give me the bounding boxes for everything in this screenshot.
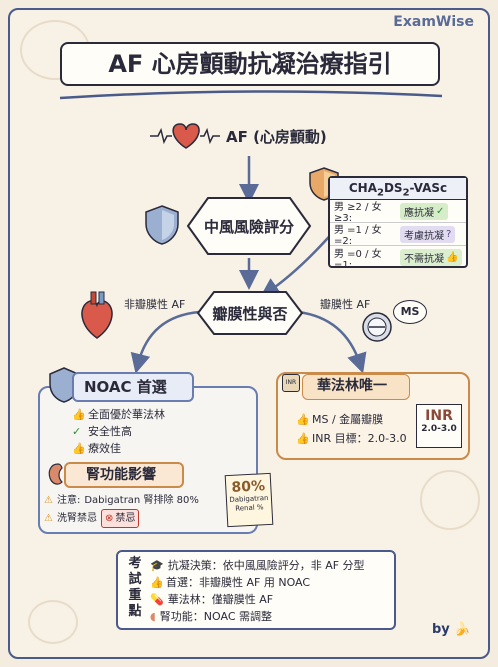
thumbs-up-icon: 👍 <box>150 575 164 589</box>
score-row: 男 =0 / 女 =1: 不需抗凝👍 <box>330 246 466 271</box>
score-criteria: 男 =0 / 女 =1: <box>334 248 382 271</box>
noac-title: NOAC 首選 <box>72 372 194 402</box>
list-item: ✓安全性高 <box>72 424 132 438</box>
page-title: AF 心房顫動抗凝治療指引 <box>60 42 440 86</box>
kidney-impact-list: ⚠注意:Dabigatran 腎排除 80% ⚠洗腎禁忌⊗禁忌 <box>44 492 199 528</box>
thumbs-up-icon: 👍 <box>72 441 86 455</box>
cha2ds2-vasc-card: CHA2DS2-VASc 男 ≥2 / 女 ≥3: 應抗凝✓ 男 =1 / 女 … <box>328 176 468 271</box>
list-item: 🎓抗凝決策：依中風風險評分，非 AF 分型 <box>150 559 365 572</box>
ms-badge: MS <box>393 300 427 324</box>
list-item: ◖腎功能：NOAC 需調整 <box>150 610 272 623</box>
list-item: 👍全面優於華法林 <box>72 407 165 421</box>
list-item: ⚠注意:Dabigatran 腎排除 80% <box>44 492 199 509</box>
valve-question-node: 瓣膜性與否 <box>196 290 304 336</box>
list-item: ⚠洗腎禁忌⊗禁忌 <box>44 509 199 528</box>
title-underline <box>59 90 443 100</box>
af-node: AF (心房顫動) <box>150 118 327 154</box>
kidney-icon: ◖ <box>150 610 156 623</box>
thumbs-up-icon: 👍 <box>296 431 310 445</box>
graduation-cap-icon: 🎓 <box>150 559 164 572</box>
mechanical-valve-icon <box>362 312 392 342</box>
check-icon: ✓ <box>436 205 445 217</box>
inr-target-note: INR 2.0-3.0 <box>416 404 462 448</box>
noac-benefit-list: 👍全面優於華法林 ✓安全性高 👍療效佳 <box>72 406 165 457</box>
check-circle-icon: ✓ <box>72 424 82 438</box>
warfarin-list: 👍MS / 金屬瓣膜 👍INR 目標：2.0-3.0 <box>296 410 407 448</box>
list-item: 👍首選：非瓣膜性 AF 用 NOAC <box>150 575 311 589</box>
inr-bottle-icon: INR <box>282 374 300 392</box>
score-card-title: CHA2DS2-VASc <box>330 178 466 200</box>
coffee-stain <box>28 600 78 644</box>
warning-icon: ⚠ <box>44 495 53 506</box>
score-row: 男 =1 / 女 =2: 考慮抗凝? <box>330 223 466 247</box>
list-item: 👍療效佳 <box>72 441 121 455</box>
kidney-icon <box>48 463 63 485</box>
action-badge: 不需抗凝👍 <box>400 249 463 266</box>
exam-key-points-list: 🎓抗凝決策：依中風風險評分，非 AF 分型 👍首選：非瓣膜性 AF 用 NOAC… <box>150 557 365 625</box>
score-criteria: 男 ≥2 / 女 ≥3: <box>334 202 382 224</box>
stroke-risk-node: 中風風險評分 <box>186 196 312 256</box>
list-item: 💊華法林：僅瓣膜性 AF <box>150 593 274 606</box>
forbidden-badge: ⊗禁忌 <box>100 509 140 528</box>
pill-icon: 💊 <box>150 593 164 606</box>
list-item: 👍MS / 金屬瓣膜 <box>296 412 384 426</box>
valve-question-label: 瓣膜性與否 <box>212 305 288 323</box>
score-criteria: 男 =1 / 女 =2: <box>334 225 382 247</box>
thumbs-up-icon: 👍 <box>446 252 459 263</box>
score-row: 男 ≥2 / 女 ≥3: 應抗凝✓ <box>330 200 466 224</box>
shield-icon <box>145 205 179 245</box>
thumbs-up-icon: 👍 <box>72 407 86 421</box>
branch-label-valvular: 瓣膜性 AF <box>320 298 371 311</box>
stroke-risk-label: 中風風險評分 <box>203 218 294 236</box>
action-badge: 考慮抗凝? <box>400 225 456 243</box>
exam-key-points-panel <box>116 550 396 630</box>
noac-panel <box>38 386 258 534</box>
arrow-to-warfarin <box>297 310 367 374</box>
question-icon: ? <box>446 228 452 240</box>
coffee-stain <box>420 470 480 530</box>
banana-icon: 🍌 <box>454 622 471 637</box>
exam-side-label: 考 試 重 點 <box>128 556 142 619</box>
af-label: AF (心房顫動) <box>226 127 327 146</box>
list-item: 👍INR 目標：2.0-3.0 <box>296 431 407 445</box>
kidney-impact-title: 腎功能影響 <box>64 462 184 488</box>
dabigatran-renal-note: 80% Dabigatran Renal % <box>224 472 274 528</box>
action-badge: 應抗凝✓ <box>400 202 449 220</box>
arrow-to-noac <box>130 310 201 374</box>
branch-label-nonvalvular: 非瓣膜性 AF <box>124 298 186 311</box>
warning-icon: ⚠ <box>44 513 53 524</box>
anatomical-heart-icon <box>81 291 113 339</box>
warfarin-title: 華法林唯一 <box>302 374 410 400</box>
prohibited-icon: ⊗ <box>104 513 114 524</box>
thumbs-up-icon: 👍 <box>296 412 310 426</box>
heart-ecg-icon <box>150 123 220 149</box>
brand-logo: ExamWise <box>393 14 474 30</box>
author-signature: by 🍌 <box>432 622 471 637</box>
